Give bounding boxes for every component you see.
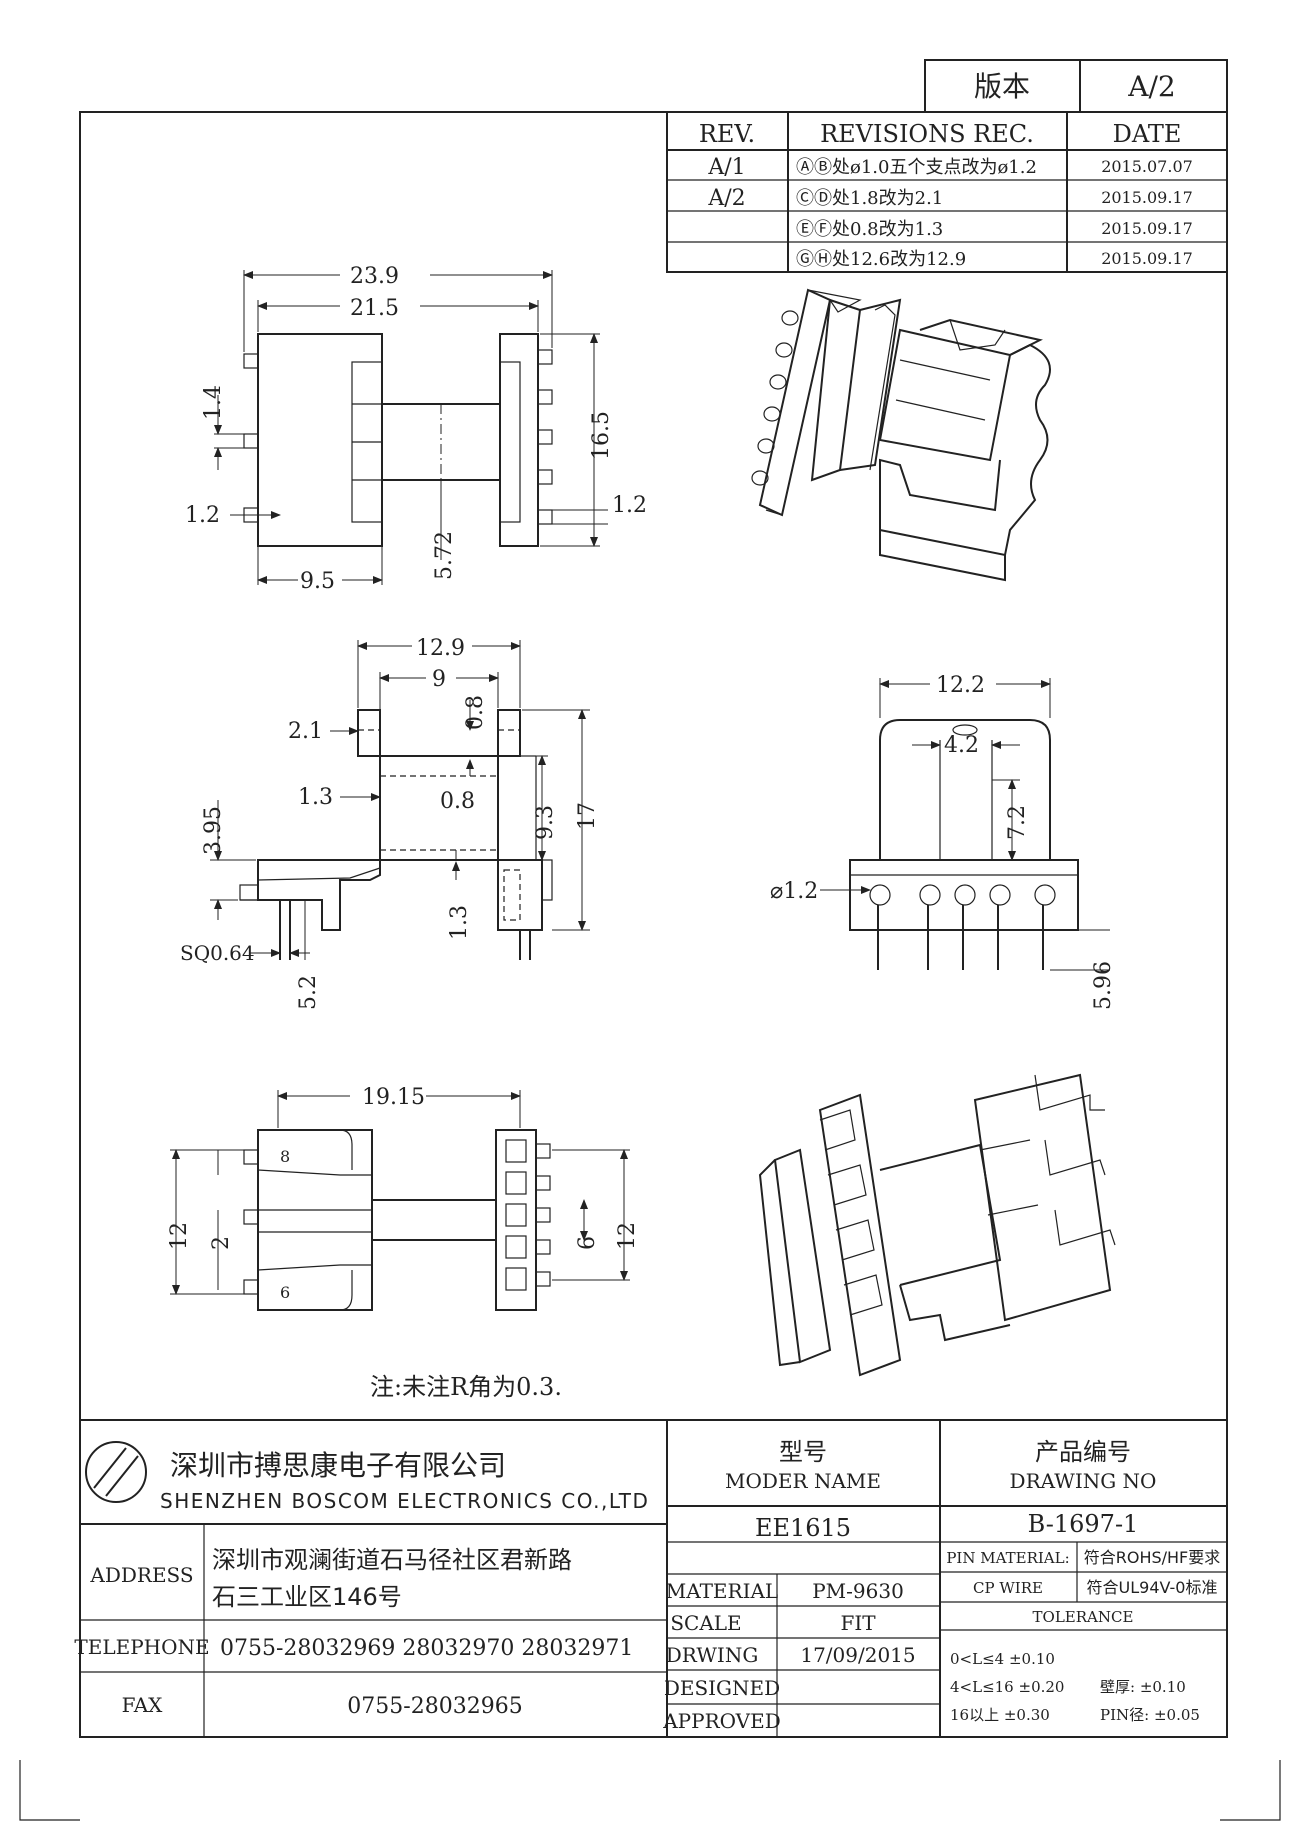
material-value: PM-9630 — [812, 1579, 904, 1603]
rev-row-1: A/1 — [707, 155, 745, 180]
pin-wire-label: CP WIRE — [973, 1579, 1043, 1597]
rec-row-3: ⒺⒻ处0.8改为1.3 — [796, 219, 943, 240]
top-view: 23.9 21.5 16.5 5.72 1.4 1.2 1.2 9.5 — [185, 260, 647, 594]
isometric-view-1 — [751, 288, 1051, 582]
company-name-en: SHENZHEN BOSCOM ELECTRONICS CO.,LTD — [160, 1489, 649, 1513]
dim-d-value: 5.72 — [432, 531, 457, 580]
date-header: DATE — [1113, 120, 1182, 148]
approved-label: APPROVED — [662, 1709, 781, 1733]
date-row-1: 2015.07.07 — [1101, 157, 1193, 176]
dim-htotal-value: 17 — [575, 802, 600, 830]
side-view: 12.2 4.2 7.2 ⌀1.2 5.96 — [770, 670, 1116, 1010]
drwing-value: 17/09/2015 — [800, 1643, 915, 1667]
dim-pinlen-value: 5.2 — [296, 975, 321, 1010]
dim-wall2-value: 1.3 — [447, 905, 472, 940]
drawing-no-label-cn: 产品编号 — [1035, 1438, 1131, 1466]
tolerance-title: TOLERANCE — [1033, 1608, 1134, 1626]
scale-label: SCALE — [670, 1611, 741, 1635]
bottom-q-value: 12 — [615, 1222, 640, 1250]
address-label: ADDRESS — [89, 1563, 193, 1587]
fax-value: 0755-28032965 — [347, 1694, 522, 1719]
model-label-en: MODER NAME — [725, 1469, 881, 1493]
pin-wire-value: 符合UL94V-0标准 — [1087, 1578, 1218, 1597]
material-label: MATERIAL — [666, 1579, 778, 1603]
pin-material-label: PIN MATERIAL: — [946, 1549, 1069, 1567]
dim-offset-value: 9.5 — [300, 569, 335, 594]
revisions-table: REV. REVISIONS REC. DATE A/1 ⒶⒷ处ø1.0五个支点… — [666, 111, 1228, 273]
corner-marks — [19, 1760, 1281, 1821]
version-value: A/2 — [1127, 70, 1175, 103]
bottom-n-value: 12 — [167, 1222, 192, 1250]
dim-wall-value: 1.3 — [298, 785, 333, 810]
title-block: 深圳市搏思康电子有限公司 SHENZHEN BOSCOM ELECTRONICS… — [74, 1419, 1227, 1737]
tolerance-r1: 0<L≤4 ±0.10 — [950, 1650, 1055, 1668]
dim-pinw-value: 1.2 — [185, 503, 220, 528]
side-width-value: 12.2 — [936, 673, 985, 698]
front-view: 12.9 9 2.1 1.3 0.8 0.8 3.95 9.3 17 — [180, 632, 600, 1010]
drawing-no-value: B-1697-1 — [1028, 1510, 1139, 1538]
date-row-4: 2015.09.17 — [1101, 249, 1193, 268]
rev-header: REV. — [699, 120, 755, 148]
telephone-label: TELEPHONE — [74, 1635, 209, 1659]
bottom-p-value: 6 — [575, 1236, 600, 1250]
dim-gap2-value: 0.8 — [440, 789, 475, 814]
pin-label-bottom: 6 — [280, 1283, 290, 1302]
side-pindia-value: ⌀1.2 — [770, 879, 818, 904]
version-box: 版本 A/2 — [924, 59, 1228, 113]
model-value: EE1615 — [755, 1514, 851, 1542]
version-label: 版本 — [974, 70, 1030, 103]
dim-b-value: 21.5 — [350, 296, 399, 321]
bottom-m-value: 19.15 — [362, 1085, 425, 1110]
tolerance-wall: 壁厚: ±0.10 — [1100, 1678, 1186, 1696]
dim-a-value: 23.9 — [350, 264, 399, 289]
address-line1: 深圳市观澜街道石马径社区君新路 — [212, 1546, 572, 1574]
rev-row-2: A/2 — [707, 186, 745, 211]
telephone-value: 0755-28032969 28032970 28032971 — [220, 1636, 633, 1661]
rec-row-2: ⒸⒹ处1.8改为2.1 — [796, 188, 943, 209]
rec-row-1: ⒶⒷ处ø1.0五个支点改为ø1.2 — [796, 157, 1037, 178]
side-pinlen-value: 5.96 — [1091, 961, 1116, 1010]
dim-f-value: 9 — [432, 667, 446, 692]
designed-label: DESIGNED — [664, 1676, 780, 1700]
dim-e-value: 12.9 — [416, 636, 465, 661]
rec-row-4: ⒼⒽ处12.6改为12.9 — [796, 249, 966, 270]
dim-pinw2-value: 1.2 — [612, 493, 647, 518]
pin-material-value: 符合ROHS/HF要求 — [1084, 1548, 1221, 1567]
drawing-no-label-en: DRAWING NO — [1010, 1469, 1157, 1493]
side-height-value: 7.2 — [1005, 805, 1030, 840]
pin-label-top: 8 — [280, 1147, 290, 1166]
dim-pitch-value: 1.4 — [201, 385, 226, 420]
side-slot-value: 4.2 — [944, 733, 979, 758]
drawing-frame — [79, 111, 1228, 1738]
scale-value: FIT — [840, 1611, 876, 1635]
dim-htop-value: 9.3 — [533, 805, 558, 840]
company-name-cn: 深圳市搏思康电子有限公司 — [170, 1449, 506, 1482]
fax-label: FAX — [122, 1693, 164, 1717]
date-row-3: 2015.09.17 — [1101, 219, 1193, 238]
dim-flange-value: 2.1 — [288, 719, 323, 744]
dim-pinsq-value: SQ0.64 — [180, 941, 255, 965]
tolerance-pin: PIN径: ±0.05 — [1100, 1706, 1200, 1724]
address-line2: 石三工业区146号 — [212, 1583, 402, 1611]
isometric-view-2 — [758, 1073, 1116, 1377]
date-row-2: 2015.09.17 — [1101, 188, 1193, 207]
tolerance-r3: 16以上 ±0.30 — [950, 1706, 1050, 1724]
drwing-label: DRWING — [666, 1643, 759, 1667]
dim-hbase-value: 3.95 — [201, 806, 226, 855]
tolerance-r2: 4<L≤16 ±0.20 — [950, 1678, 1064, 1696]
bottom-o-value: 2 — [209, 1236, 234, 1250]
bottom-view: 8 6 19.15 12 2 6 — [167, 1082, 640, 1311]
rec-header: REVISIONS REC. — [820, 120, 1034, 148]
dim-gap1-value: 0.8 — [463, 695, 488, 730]
model-label-cn: 型号 — [779, 1438, 827, 1466]
company-logo-icon — [85, 1441, 147, 1503]
dim-c-value: 16.5 — [589, 411, 614, 460]
note-text: 注:未注R角为0.3. — [370, 1373, 562, 1401]
